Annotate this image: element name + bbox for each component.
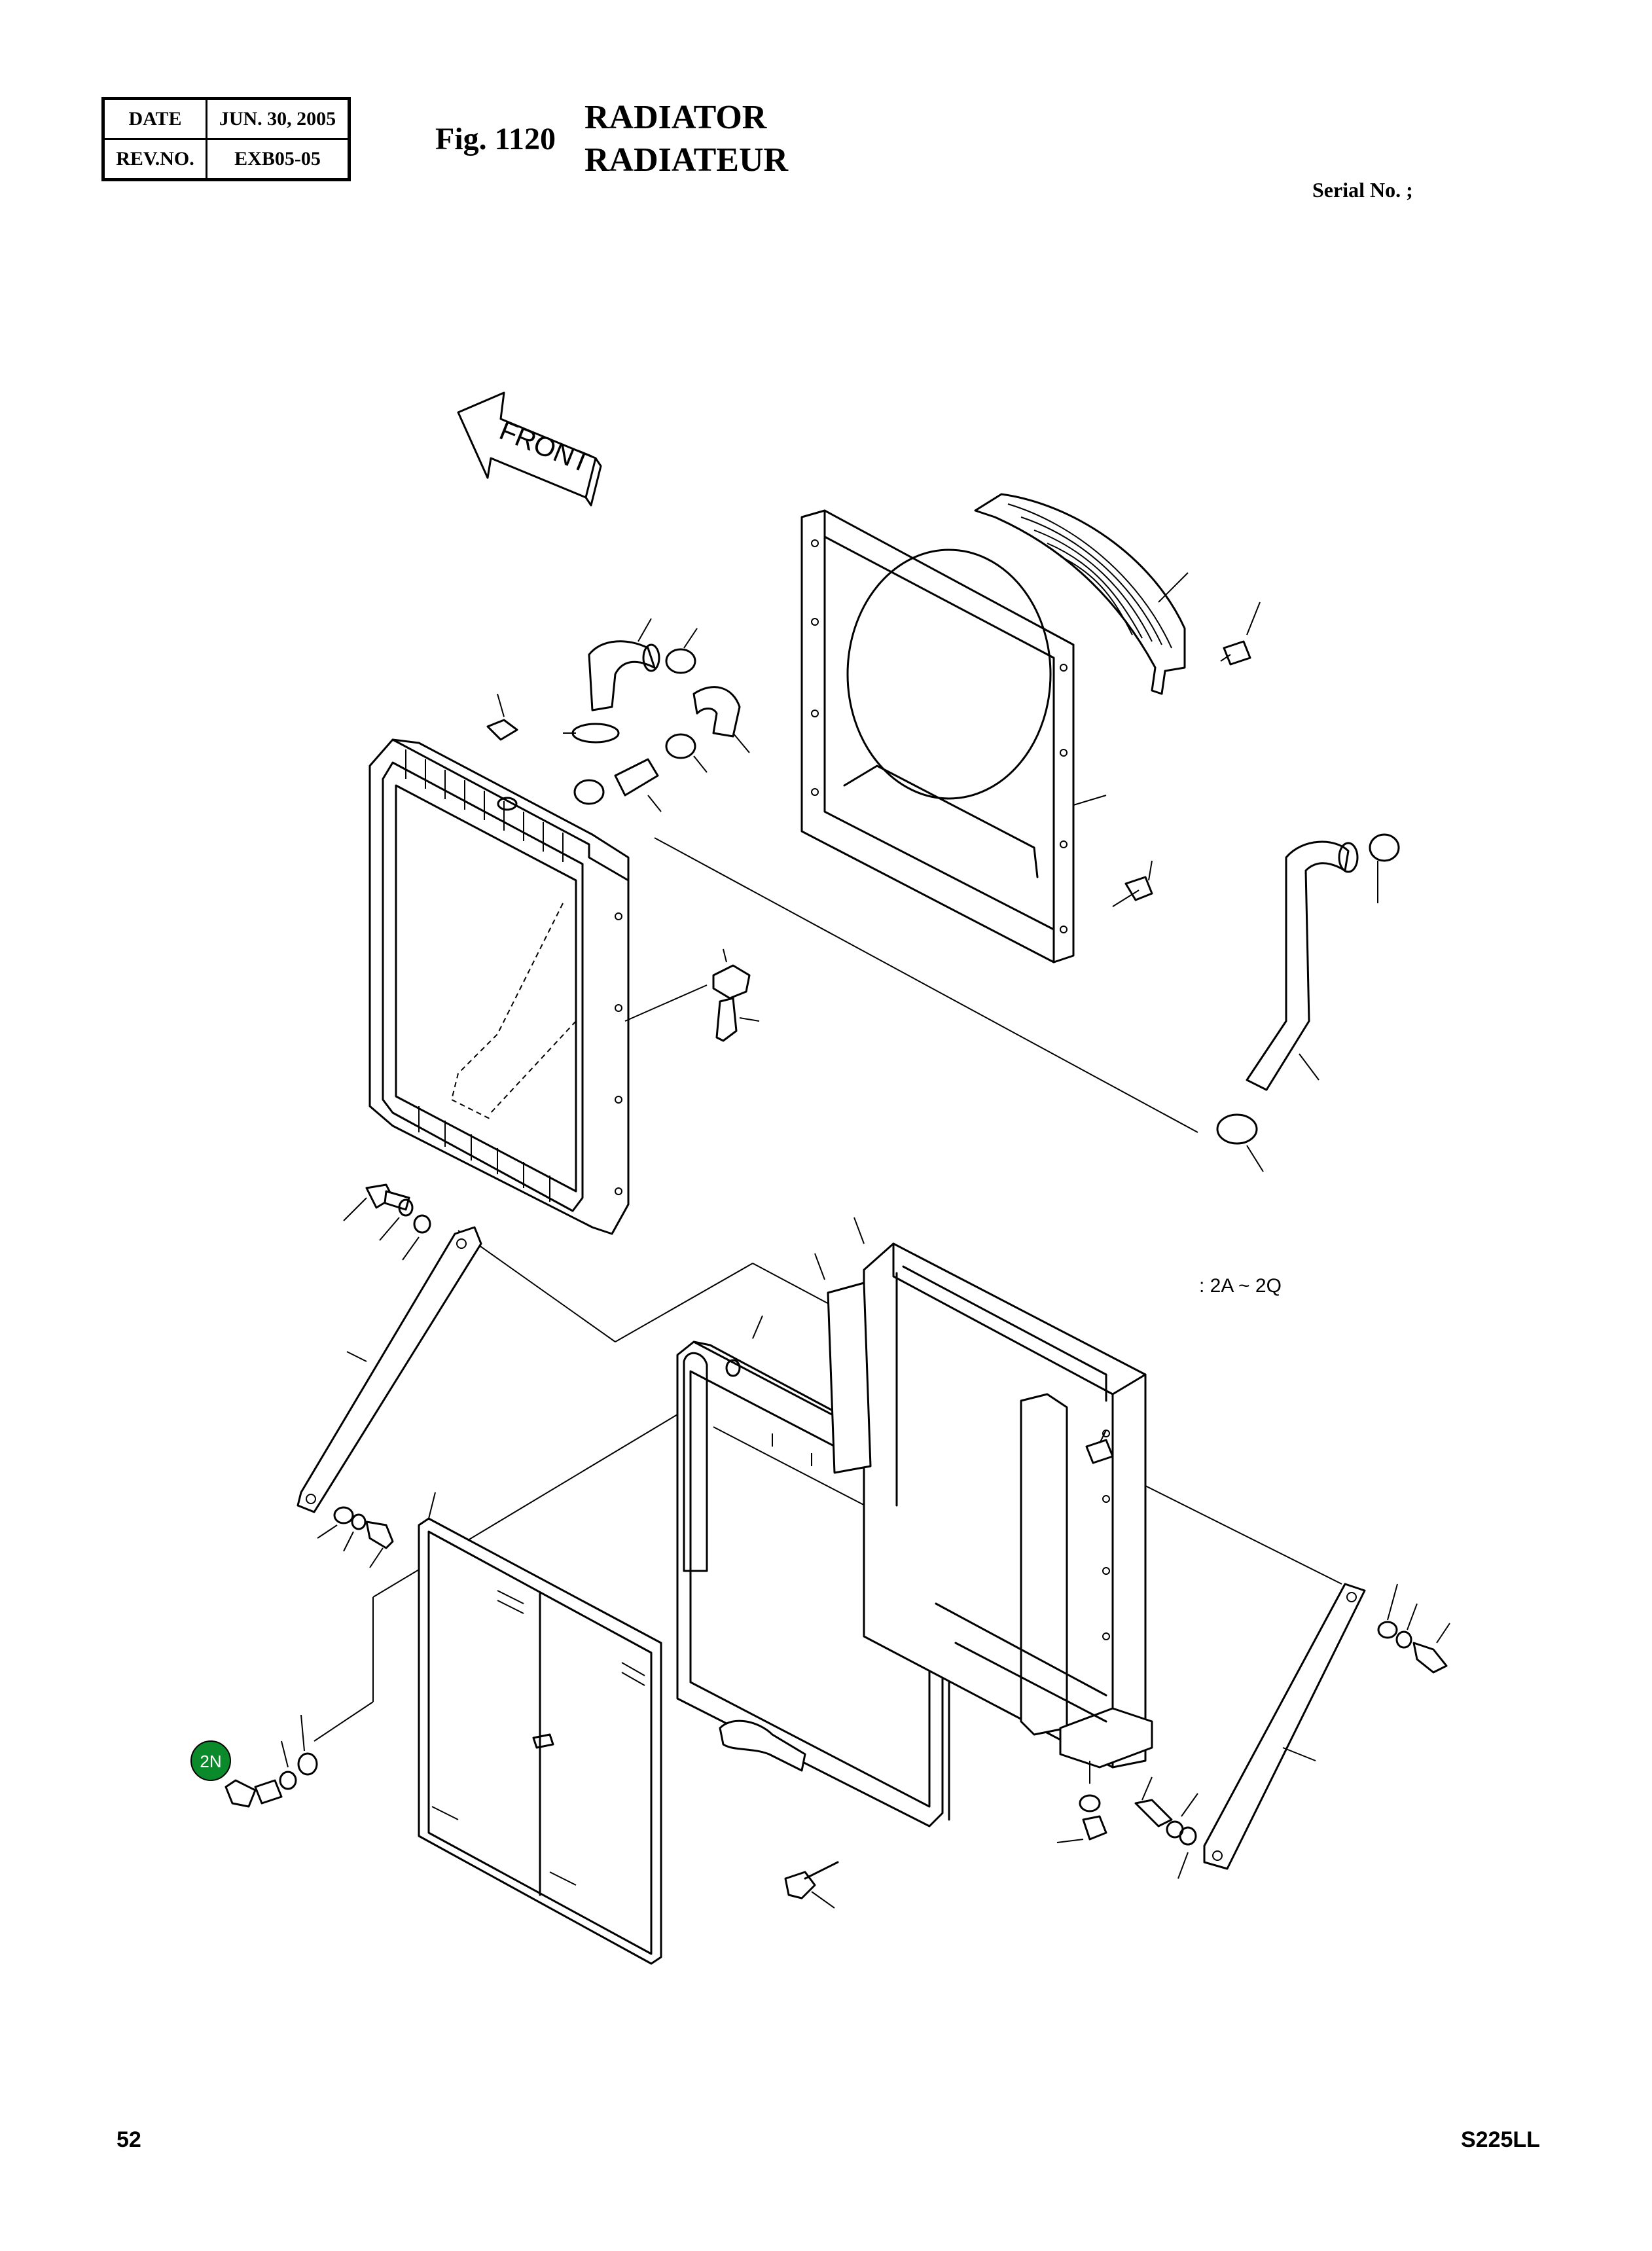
- model-code: S225LL: [1461, 2127, 1540, 2152]
- serial-number-label: Serial No. ;: [1312, 178, 1413, 202]
- title-english: RADIATOR: [584, 99, 767, 136]
- fasteners-right: [1377, 1583, 1450, 1674]
- left-stay-bar: [296, 1226, 482, 1513]
- upper-hoses: [486, 618, 750, 812]
- callout-2n: 2N: [190, 1740, 231, 1781]
- front-screen-panel: [418, 1492, 662, 1965]
- rev-value: EXB05-05: [206, 138, 350, 181]
- callout-badge: [190, 1740, 231, 1781]
- fasteners-left-lower: [317, 1506, 394, 1568]
- lower-hose: [1216, 833, 1400, 1172]
- radiator-core: [368, 738, 630, 1235]
- wing-bolt-assembly: [224, 1714, 318, 1808]
- rev-label: REV.NO.: [102, 138, 207, 181]
- date-label: DATE: [102, 98, 207, 140]
- fan-shroud: [800, 509, 1153, 963]
- right-stay-bar: [1203, 1583, 1366, 1870]
- front-label: FRONT: [495, 414, 595, 478]
- rear-support-frame: [814, 1217, 1153, 1769]
- fan-guard: [974, 493, 1261, 695]
- range-note: : 2A ~ 2Q: [1199, 1275, 1282, 1297]
- date-value: JUN. 30, 2005: [206, 98, 350, 140]
- fasteners-left-upper: [343, 1183, 431, 1261]
- figure-number: Fig. 1120: [435, 122, 556, 156]
- fasteners-bottom: [784, 1761, 1198, 1909]
- title-french: RADIATEUR: [584, 141, 789, 179]
- front-arrow: FRONT: [457, 391, 602, 507]
- page-number: 52: [117, 2127, 141, 2152]
- callout-label: 2N: [200, 1752, 221, 1771]
- revision-info-table: DATE JUN. 30, 2005 REV.NO. EXB05-05: [101, 97, 351, 181]
- drain-valve: [712, 948, 760, 1042]
